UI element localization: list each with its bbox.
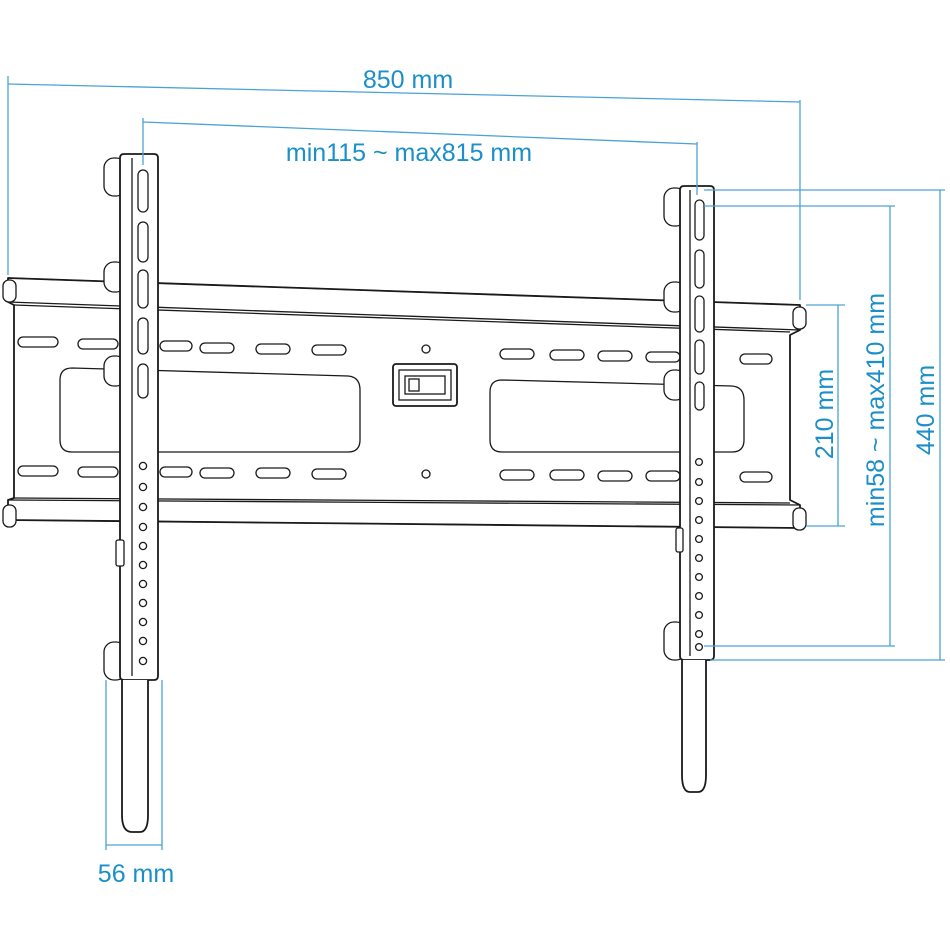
label-overall-height: 440 mm: [912, 365, 940, 455]
dimension-lines: [7, 76, 945, 850]
upper-slot-row: [17, 336, 773, 365]
wall-plate: [2, 277, 807, 531]
label-hole-spacing-vertical: min58 ~ max410 mm: [862, 293, 890, 527]
lower-slot-row: [17, 465, 773, 483]
label-overall-width: 850 mm: [363, 66, 453, 94]
end-cap-right-top: [792, 306, 807, 330]
left-bracket-arm: [103, 153, 159, 833]
end-cap-left-bottom: [2, 504, 17, 528]
right-bracket-arm: [663, 185, 715, 793]
end-cap-left-top: [2, 279, 17, 303]
center-lock: [392, 344, 458, 479]
label-depth: 56 mm: [98, 860, 174, 888]
label-rail-height: 210 mm: [811, 369, 839, 459]
label-hole-spacing-horizontal: min115 ~ max815 mm: [286, 139, 532, 167]
end-cap-right-bottom: [792, 507, 807, 531]
